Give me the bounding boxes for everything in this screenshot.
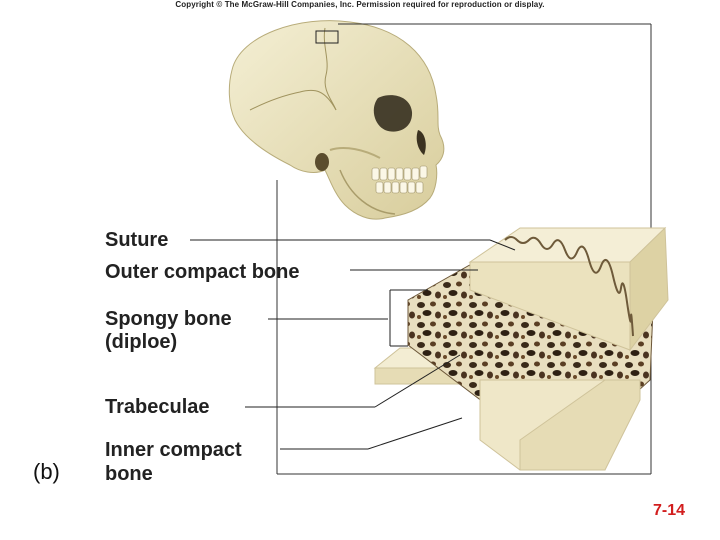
label-inner-compact-bone: Inner compact	[105, 439, 242, 461]
connector-frame	[276, 23, 652, 475]
outer-compact-bone-slab	[468, 226, 669, 352]
label-suture: Suture	[105, 229, 169, 251]
slide-number: 7-14	[653, 502, 686, 519]
label-outer-compact-bone: Outer compact bone	[105, 261, 300, 283]
inner-compact-bone-front	[479, 379, 641, 471]
detail-box	[315, 30, 339, 44]
leader-lines	[190, 239, 516, 450]
suture-line	[504, 236, 634, 337]
label-diploe: (diploe)	[105, 331, 178, 353]
label-trabeculae: Trabeculae	[105, 396, 210, 418]
label-inner-compact-bone-2: bone	[105, 463, 153, 485]
copyright-notice: Copyright © The McGraw-Hill Companies, I…	[175, 0, 545, 9]
label-spongy-bone: Spongy bone	[105, 308, 232, 330]
skull	[228, 20, 445, 220]
panel-label: (b)	[33, 459, 60, 484]
